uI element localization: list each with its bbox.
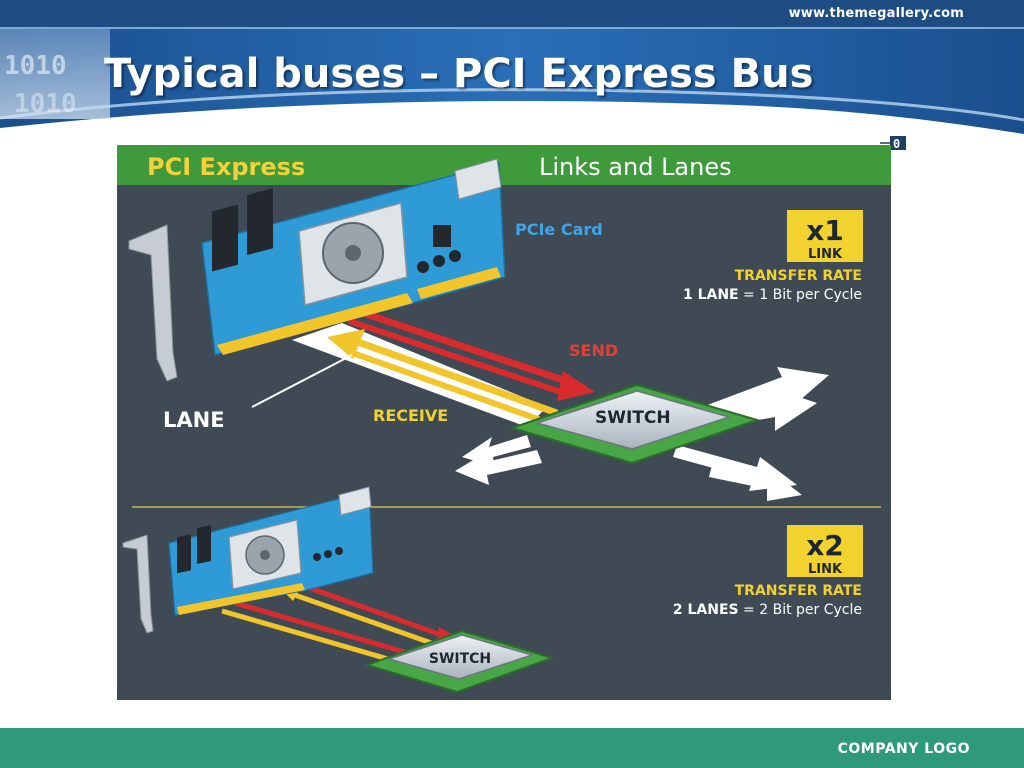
x1-card-chip-1 bbox=[212, 204, 238, 272]
slide-footer: COMPANY LOGO bbox=[0, 728, 1024, 768]
x2-send-lane-2 bbox=[234, 600, 416, 658]
x1-card-connector bbox=[217, 293, 413, 355]
x1-badge-top: x1 bbox=[806, 214, 844, 247]
header-background: 1010 1010 bbox=[0, 0, 1024, 140]
x2-switch: SWITCH bbox=[363, 629, 556, 694]
lane-pointer-line bbox=[251, 354, 353, 408]
x1-card-chip-2 bbox=[247, 188, 273, 256]
slide-title: Typical buses – PCI Express Bus bbox=[104, 51, 814, 97]
flow-arrow-bottom-right bbox=[709, 465, 802, 501]
x1-rate-line: 1 LANE = 1 Bit per Cycle bbox=[683, 287, 862, 303]
header-binary-text: 1010 bbox=[4, 51, 67, 81]
x1-receive-lane-2 bbox=[345, 348, 551, 426]
x1-card-port-block bbox=[454, 158, 502, 200]
x1-send-lane-1 bbox=[355, 307, 574, 387]
x2-switch-chip bbox=[386, 634, 535, 680]
x2-receive-lane-2 bbox=[221, 608, 403, 666]
x1-link-badge: x1 LINK bbox=[787, 210, 863, 262]
x2-card-chip-1 bbox=[177, 534, 191, 574]
x1-switch-label: SWITCH bbox=[595, 408, 671, 428]
x1-card-bracket bbox=[128, 224, 178, 382]
x1-badge-box bbox=[787, 210, 863, 262]
x2-badge-top: x2 bbox=[806, 529, 844, 562]
x2-rate-line: 2 LANES = 2 Bit per Cycle bbox=[673, 602, 862, 618]
x2-card-cap-2 bbox=[324, 550, 332, 558]
x1-switch-chip bbox=[534, 390, 732, 450]
x2-card-chip-2 bbox=[197, 525, 211, 564]
corner-mark: 0 bbox=[880, 136, 906, 151]
header-white-sweep bbox=[0, 101, 1024, 140]
banner-left-text: PCI Express bbox=[147, 153, 305, 181]
x1-rate-bold: 1 LANE bbox=[683, 287, 739, 303]
company-logo: COMPANY LOGO bbox=[837, 741, 970, 757]
x2-card-bracket bbox=[122, 534, 154, 634]
x2-send-lane-1 bbox=[306, 584, 448, 640]
x1-card-cap-1 bbox=[417, 261, 429, 273]
pcie-diagram: PCI Express Links and Lanes SWITCH bbox=[117, 145, 891, 700]
x2-card-cap-3 bbox=[335, 547, 343, 555]
send-label: SEND bbox=[569, 341, 618, 360]
x2-link-badge: x2 LINK bbox=[787, 525, 863, 577]
header-binary-text-2: 1010 bbox=[14, 89, 77, 119]
x2-rate-title: TRANSFER RATE bbox=[735, 583, 862, 599]
x1-send-lane-2 bbox=[348, 318, 565, 396]
x1-card-fan-hub bbox=[345, 245, 361, 261]
x1-card-small-chip bbox=[433, 225, 451, 247]
x2-rate-bold: 2 LANES bbox=[673, 602, 739, 618]
site-url: www.themegallery.com bbox=[788, 6, 964, 21]
flow-arrow-lower-right bbox=[673, 445, 797, 491]
x2-card-connector bbox=[177, 583, 305, 615]
x2-pcie-card bbox=[122, 486, 374, 634]
x1-rate-rest: = 1 Bit per Cycle bbox=[739, 287, 862, 303]
diagram-banner bbox=[117, 145, 891, 185]
slide-header: 1010 1010 www.themegallery.com Typical b… bbox=[0, 0, 1024, 140]
x1-card-cap-3 bbox=[449, 250, 461, 262]
banner-right-text: Links and Lanes bbox=[539, 153, 732, 181]
x2-badge-bottom: LINK bbox=[808, 562, 843, 577]
header-topbar-line bbox=[0, 27, 1024, 29]
x1-card-cap-2 bbox=[433, 255, 445, 267]
x1-rate-title: TRANSFER RATE bbox=[735, 268, 862, 284]
header-topbar bbox=[0, 0, 1024, 28]
x1-receive-lane-1 bbox=[353, 337, 559, 417]
x2-badge-box bbox=[787, 525, 863, 577]
lane-label: LANE bbox=[163, 408, 225, 432]
flow-arrow-left-out bbox=[462, 435, 531, 467]
x1-pcie-card bbox=[128, 158, 506, 382]
x2-card-fan-hub bbox=[260, 550, 270, 560]
receive-label: RECEIVE bbox=[373, 406, 448, 425]
x2-receive-lane-1 bbox=[291, 591, 438, 648]
x1-lane-group bbox=[251, 307, 595, 427]
x2-card-cap-1 bbox=[313, 553, 321, 561]
x1-switch: SWITCH bbox=[508, 383, 761, 465]
x1-receive-arrowhead bbox=[327, 329, 365, 359]
x2-card-port-block bbox=[338, 486, 372, 516]
x1-send-arrowhead bbox=[557, 371, 595, 401]
header-left-fade bbox=[0, 29, 110, 119]
header-light-curve bbox=[0, 88, 1024, 122]
x2-rate-rest: = 2 Bit per Cycle bbox=[739, 602, 862, 618]
pcie-card-label: PCIe Card bbox=[515, 220, 603, 239]
x2-switch-label: SWITCH bbox=[429, 651, 491, 667]
corner-mark-box bbox=[890, 136, 906, 150]
x1-card-connector-2 bbox=[417, 267, 501, 299]
corner-mark-glyph: 0 bbox=[893, 137, 900, 151]
x1-badge-bottom: LINK bbox=[808, 247, 843, 262]
